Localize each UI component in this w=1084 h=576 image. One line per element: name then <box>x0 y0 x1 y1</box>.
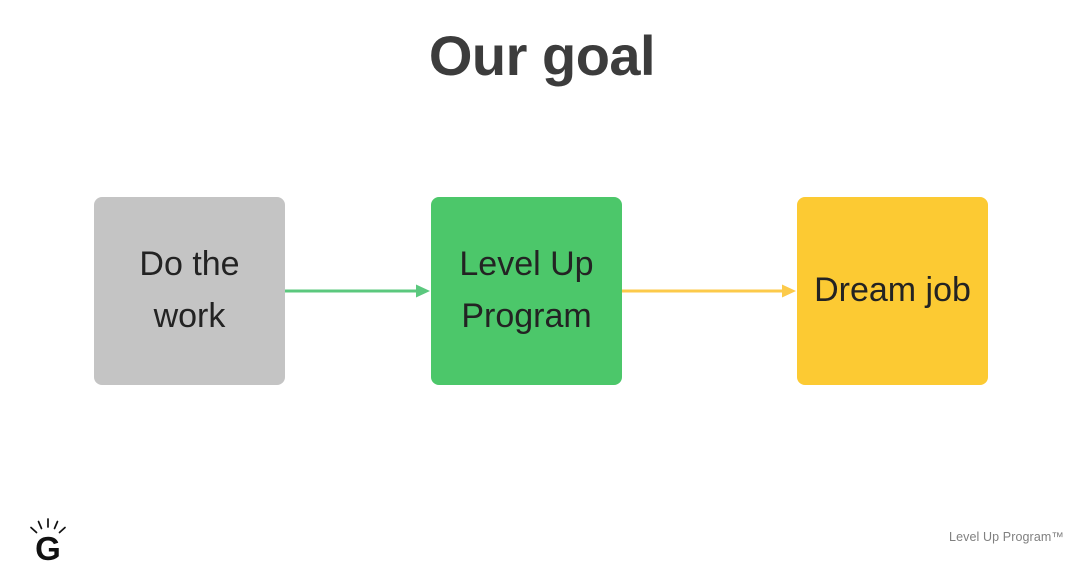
arrow-right-icon <box>622 284 796 298</box>
g-sparkle-logo-icon: G <box>26 518 70 567</box>
footer-attribution: Level Up Program™ <box>949 530 1064 544</box>
flow-node-label: Dream job <box>814 271 971 310</box>
arrow-right-icon <box>285 284 430 298</box>
flow-node-do-the-work[interactable]: Do the work <box>94 197 285 385</box>
flow-node-label: Do the work <box>139 245 240 335</box>
flow-node-dream-job[interactable]: Dream job <box>797 197 988 385</box>
logo-letter: G <box>35 530 61 564</box>
page-title: Our goal <box>428 24 656 87</box>
flow-node-level-up-program[interactable]: Level Up Program <box>431 197 622 385</box>
flow-node-label: Level Up Program <box>459 245 594 335</box>
flow-arrow-work-to-program <box>285 283 431 299</box>
flow-arrow-program-to-dream <box>622 283 797 299</box>
flow-diagram: Do the work Level Up Program Dream job <box>0 197 1084 387</box>
